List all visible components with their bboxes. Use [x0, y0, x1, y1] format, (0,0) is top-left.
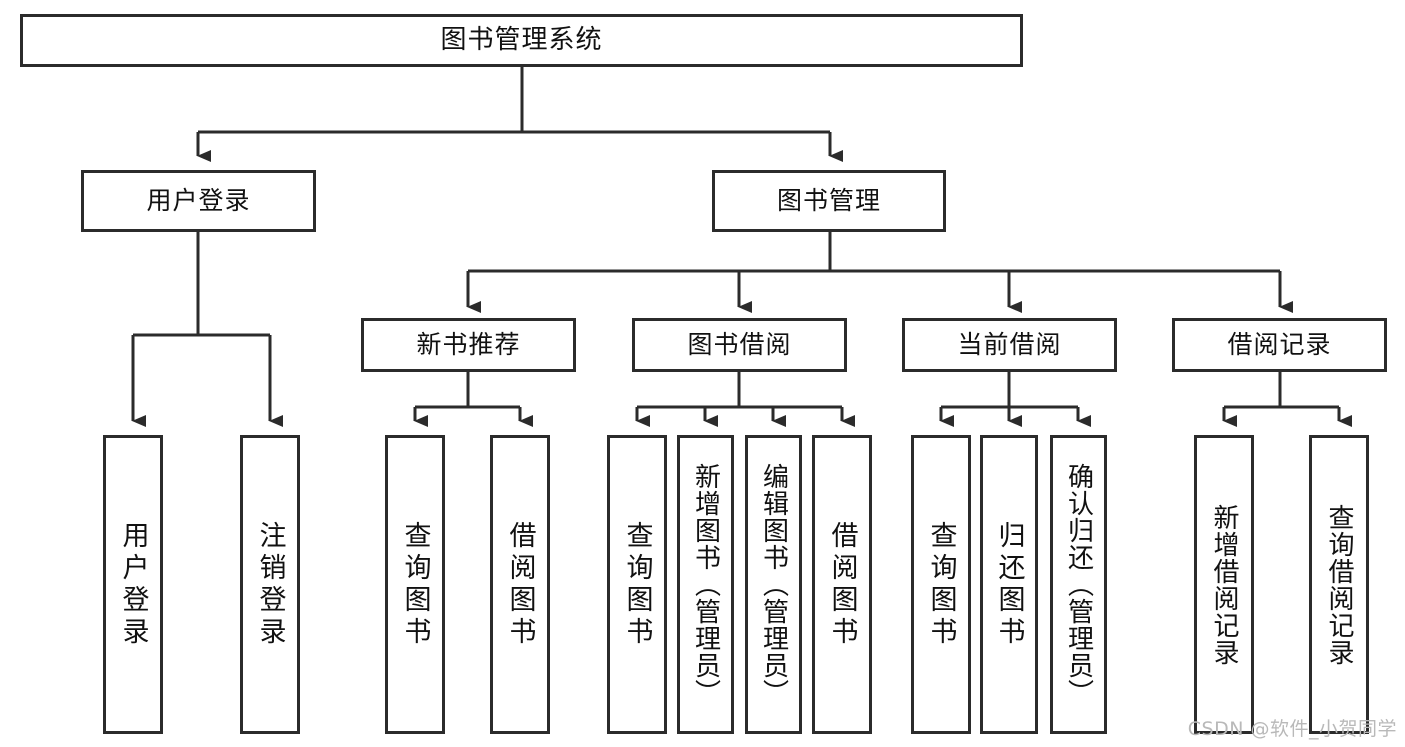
node-leaf-add-book-label: 新增图书（管理员） — [690, 463, 721, 706]
node-borrow-record[interactable]: 借阅记录 — [1172, 318, 1387, 372]
node-new-book-rec[interactable]: 新书推荐 — [361, 318, 576, 372]
node-leaf-borrow-book-2-label: 借阅图书 — [826, 520, 858, 649]
node-leaf-query-record-label: 查询借阅记录 — [1324, 503, 1354, 666]
node-leaf-add-book[interactable]: 新增图书（管理员） — [677, 435, 734, 734]
node-leaf-borrow-book-1-label: 借阅图书 — [504, 520, 536, 649]
node-root[interactable]: 图书管理系统 — [20, 14, 1023, 67]
node-leaf-user-login-label: 用户登录 — [117, 520, 149, 649]
node-leaf-user-login[interactable]: 用户登录 — [103, 435, 163, 734]
node-leaf-add-record[interactable]: 新增借阅记录 — [1194, 435, 1254, 734]
node-leaf-query-record[interactable]: 查询借阅记录 — [1309, 435, 1369, 734]
node-current-borrow[interactable]: 当前借阅 — [902, 318, 1117, 372]
node-leaf-user-logout[interactable]: 注销登录 — [240, 435, 300, 734]
node-leaf-return-book[interactable]: 归还图书 — [980, 435, 1038, 734]
node-leaf-confirm-return[interactable]: 确认归还（管理员） — [1050, 435, 1107, 734]
node-leaf-return-book-label: 归还图书 — [993, 520, 1025, 649]
node-leaf-edit-book[interactable]: 编辑图书（管理员） — [745, 435, 802, 734]
node-leaf-query-book-2-label: 查询图书 — [621, 520, 653, 649]
node-leaf-query-book-1[interactable]: 查询图书 — [385, 435, 445, 734]
node-leaf-query-book-2[interactable]: 查询图书 — [607, 435, 667, 734]
node-book-manage-label: 图书管理 — [776, 185, 881, 215]
node-leaf-user-logout-label: 注销登录 — [254, 520, 286, 649]
node-book-borrow-label: 图书借阅 — [687, 329, 792, 359]
node-book-manage[interactable]: 图书管理 — [712, 170, 946, 232]
node-root-label: 图书管理系统 — [440, 24, 603, 55]
node-leaf-query-book-1-label: 查询图书 — [399, 520, 431, 649]
node-user-login-label: 用户登录 — [146, 185, 251, 215]
node-leaf-borrow-book-1[interactable]: 借阅图书 — [490, 435, 550, 734]
node-leaf-confirm-return-label: 确认归还（管理员） — [1063, 463, 1094, 706]
node-book-borrow[interactable]: 图书借阅 — [632, 318, 847, 372]
node-leaf-edit-book-label: 编辑图书（管理员） — [758, 463, 789, 706]
node-borrow-record-label: 借阅记录 — [1227, 329, 1332, 359]
node-leaf-query-book-3[interactable]: 查询图书 — [911, 435, 971, 734]
node-leaf-add-record-label: 新增借阅记录 — [1209, 503, 1239, 666]
node-user-login[interactable]: 用户登录 — [81, 170, 316, 232]
node-new-book-rec-label: 新书推荐 — [416, 329, 521, 359]
node-leaf-query-book-3-label: 查询图书 — [925, 520, 957, 649]
watermark: CSDN @软件_小贺同学 — [1187, 718, 1397, 740]
node-current-borrow-label: 当前借阅 — [957, 329, 1062, 359]
node-leaf-borrow-book-2[interactable]: 借阅图书 — [812, 435, 872, 734]
